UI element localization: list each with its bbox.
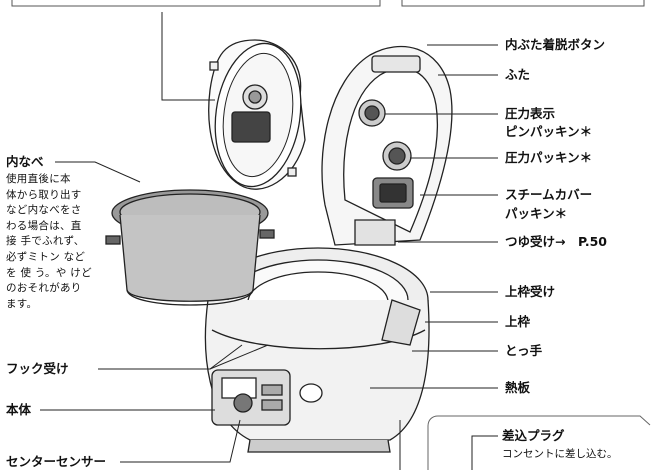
- note-line: ます。: [6, 297, 38, 310]
- label-upper-frame: 上枠: [505, 314, 531, 329]
- label-lid: ふた: [505, 67, 531, 82]
- label-dew-tray: つゆ受け→ P.50: [505, 234, 607, 249]
- note-line: 体から取り出す: [6, 188, 82, 201]
- plug-title: 差込プラグ: [502, 428, 565, 443]
- label-inner-pot: 内なべ: [6, 154, 44, 169]
- note-line: など内なべをさ: [6, 204, 82, 217]
- label-pressure-indicator-2: ピンパッキン＊: [505, 124, 593, 139]
- note-line: 使用直後に本: [6, 173, 71, 185]
- label-handle: とっ手: [505, 343, 543, 358]
- label-upper-frame-holder: 上枠受け: [505, 284, 556, 299]
- plug-leader: [471, 435, 498, 470]
- note-line: 接 手でふれず、: [6, 235, 85, 248]
- main-body: [204, 247, 430, 453]
- label-steam-cover-2: パッキン＊: [505, 206, 568, 221]
- note-line: を 使 う。や けど: [6, 266, 92, 279]
- open-lid: [321, 45, 453, 246]
- inner-pot: [105, 189, 275, 306]
- leader-lines: [40, 12, 498, 470]
- detached-inner-lid: [208, 39, 306, 190]
- plug-note: コンセントに差し込む。: [502, 448, 618, 460]
- label-pressure-indicator-1: 圧力表示: [505, 106, 556, 121]
- label-hot-plate: 熱板: [505, 380, 531, 395]
- label-center-sensor: センターセンサー: [6, 454, 107, 469]
- label-main-body: 本体: [6, 402, 32, 417]
- label-inner-lid-button: 内ぶた着脱ボタン: [505, 37, 606, 52]
- top-box-left: [11, 0, 381, 7]
- label-hook-holder: フック受け: [6, 361, 69, 376]
- inner-pot-note: 使用直後に本 体から取り出す など内なべをさ わる場合は、直 接 手でふれず、 …: [6, 172, 92, 312]
- note-line: のおそれがあり: [6, 282, 82, 295]
- note-line: わる場合は、直: [6, 219, 82, 232]
- label-steam-cover-1: スチームカバー: [505, 187, 593, 202]
- plug-box: [427, 415, 651, 470]
- label-pressure-packing: 圧力パッキン＊: [505, 150, 593, 165]
- top-box-right: [401, 0, 645, 7]
- note-line: 必ずミトン など: [6, 250, 86, 263]
